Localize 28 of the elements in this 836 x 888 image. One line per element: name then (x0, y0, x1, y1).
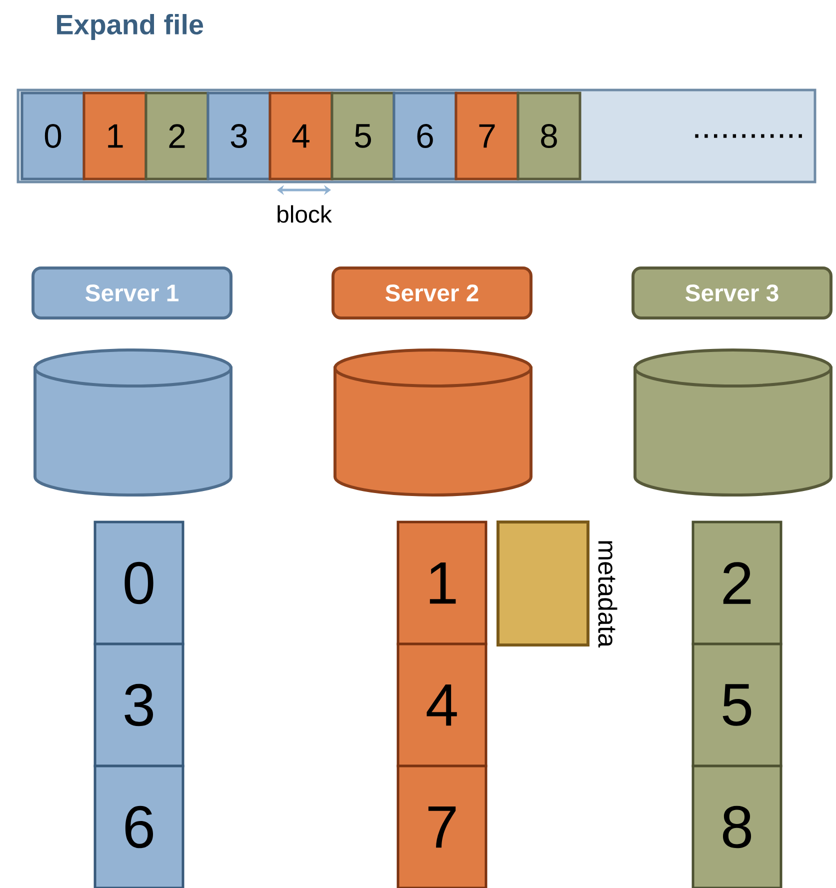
title: Expand file (57, 14, 204, 40)
block-cell: 4 (396, 642, 488, 768)
block-cell: 7 (454, 92, 520, 180)
server-box: Server 1 (32, 266, 232, 320)
block-cell: 3 (206, 92, 272, 180)
block-cell: 2 (692, 520, 782, 646)
block-cell: 8 (516, 92, 582, 180)
block-cell: 1 (396, 520, 488, 646)
disk-cylinder (334, 348, 532, 496)
block-cell: 2 (144, 92, 210, 180)
dimension-label: block (278, 205, 332, 223)
disk-cylinder (634, 348, 832, 496)
block-cell: 7 (396, 764, 488, 888)
server-box: Server 3 (632, 266, 832, 320)
block-cell: 6 (392, 92, 458, 180)
disk-cylinder (34, 348, 232, 496)
block-cell: 8 (692, 764, 782, 888)
metadata-box (496, 520, 590, 646)
block-cell: 5 (692, 642, 782, 768)
block-cell: 0 (20, 92, 86, 180)
block-cell: 4 (268, 92, 334, 180)
side-label: metadata (598, 541, 618, 648)
block-cell: 5 (330, 92, 396, 180)
block-cell: 0 (94, 520, 184, 646)
block-cell: 3 (94, 642, 184, 768)
block-cell: 1 (82, 92, 148, 180)
server-box: Server 2 (332, 266, 532, 320)
block-cell: 6 (94, 764, 184, 888)
